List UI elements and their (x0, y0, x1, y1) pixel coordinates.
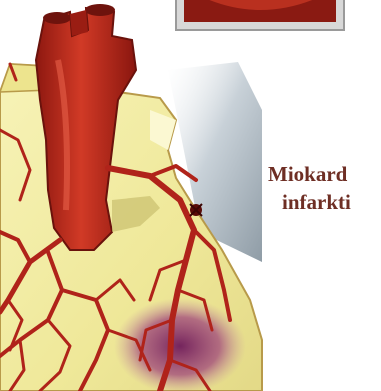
inset-frame (176, 0, 344, 30)
label-line-1: Miokard (268, 160, 381, 188)
occlusion-point (190, 204, 202, 216)
label-line-2: infarkti (268, 188, 381, 216)
infarct-region (114, 298, 246, 391)
infarct-label: Miokard infarkti (268, 160, 381, 216)
